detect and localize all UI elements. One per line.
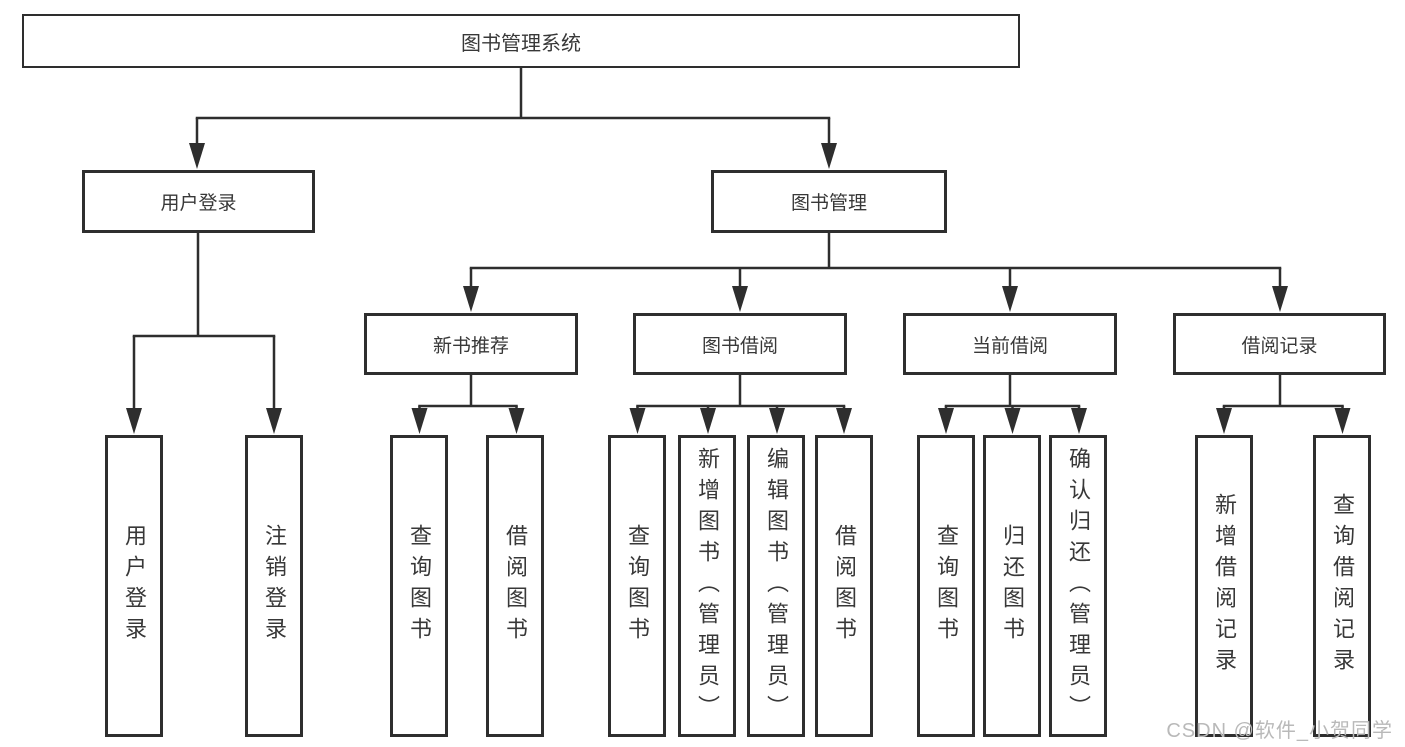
node-leaf-confirm-return-admin-label: 确认归还（管理员） bbox=[1066, 446, 1091, 726]
node-borrowing-records: 借阅记录 bbox=[1173, 313, 1386, 375]
node-leaf-edit-books-admin-label: 编辑图书（管理员） bbox=[764, 446, 789, 726]
node-leaf-query-books-recommend: 查询图书 bbox=[390, 435, 448, 737]
node-leaf-add-books-admin-label: 新增图书（管理员） bbox=[695, 446, 720, 726]
node-leaf-query-borrow-record: 查询借阅记录 bbox=[1313, 435, 1371, 737]
node-leaf-return-books-label: 归还图书 bbox=[1000, 524, 1025, 648]
node-leaf-query-books-borrowing-label: 查询图书 bbox=[625, 524, 650, 648]
node-leaf-borrow-books: 借阅图书 bbox=[815, 435, 873, 737]
node-root-system: 图书管理系统 bbox=[22, 14, 1020, 68]
node-book-borrowing: 图书借阅 bbox=[633, 313, 847, 375]
node-leaf-logout: 注销登录 bbox=[245, 435, 303, 737]
node-leaf-query-books-recommend-label: 查询图书 bbox=[407, 524, 432, 648]
node-current-borrowing-label: 当前借阅 bbox=[971, 335, 1048, 357]
node-current-borrowing: 当前借阅 bbox=[903, 313, 1117, 375]
node-new-book-recommendation-label: 新书推荐 bbox=[432, 335, 509, 357]
node-leaf-borrow-books-recommend-label: 借阅图书 bbox=[503, 524, 528, 648]
node-leaf-confirm-return-admin: 确认归还（管理员） bbox=[1049, 435, 1107, 737]
node-leaf-borrow-books-recommend: 借阅图书 bbox=[486, 435, 544, 737]
node-leaf-return-books: 归还图书 bbox=[983, 435, 1041, 737]
node-leaf-add-borrow-record: 新增借阅记录 bbox=[1195, 435, 1253, 737]
node-leaf-edit-books-admin: 编辑图书（管理员） bbox=[747, 435, 805, 737]
node-leaf-add-borrow-record-label: 新增借阅记录 bbox=[1212, 493, 1237, 679]
node-new-book-recommendation: 新书推荐 bbox=[364, 313, 578, 375]
node-user-login: 用户登录 bbox=[82, 170, 315, 233]
node-user-login-label: 用户登录 bbox=[160, 193, 237, 214]
node-book-borrowing-label: 图书借阅 bbox=[701, 335, 778, 357]
node-book-management: 图书管理 bbox=[711, 170, 947, 233]
node-leaf-user-login-label: 用户登录 bbox=[122, 524, 147, 648]
csdn-watermark: CSDN @软件_小贺同学 bbox=[1166, 720, 1393, 742]
node-leaf-add-books-admin: 新增图书（管理员） bbox=[678, 435, 736, 737]
node-root-label: 图书管理系统 bbox=[461, 32, 581, 55]
node-leaf-query-books-borrowing: 查询图书 bbox=[608, 435, 666, 737]
node-leaf-borrow-books-label: 借阅图书 bbox=[832, 524, 857, 648]
node-leaf-query-borrow-record-label: 查询借阅记录 bbox=[1330, 493, 1355, 679]
node-leaf-logout-label: 注销登录 bbox=[262, 524, 287, 648]
node-leaf-query-books-current: 查询图书 bbox=[917, 435, 975, 737]
node-book-management-label: 图书管理 bbox=[790, 193, 867, 214]
node-borrowing-records-label: 借阅记录 bbox=[1241, 335, 1318, 357]
node-leaf-query-books-current-label: 查询图书 bbox=[934, 524, 959, 648]
node-leaf-user-login: 用户登录 bbox=[105, 435, 163, 737]
